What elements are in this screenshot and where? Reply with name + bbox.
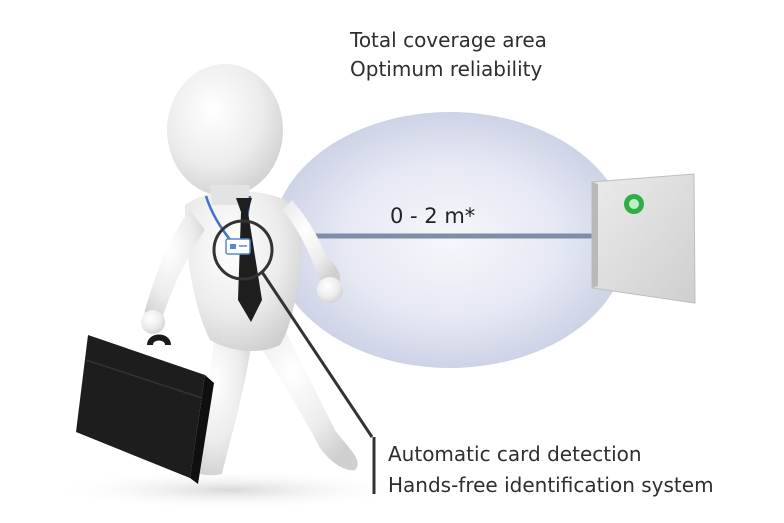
briefcase-icon bbox=[76, 334, 214, 484]
badge-callout-circle bbox=[212, 219, 274, 281]
coverage-title: Total coverage area bbox=[350, 28, 547, 52]
detection-field bbox=[272, 112, 628, 368]
card-reader-icon bbox=[591, 173, 696, 304]
id-badge-icon bbox=[225, 238, 251, 255]
floor-shadow bbox=[50, 470, 410, 510]
callout-leader-line bbox=[260, 271, 374, 438]
feature-hands-free: Hands-free identification system bbox=[388, 473, 714, 497]
coverage-subtitle: Optimum reliability bbox=[350, 57, 543, 81]
tie bbox=[236, 198, 262, 322]
feature-card-detection: Automatic card detection bbox=[388, 442, 642, 466]
range-label: 0 - 2 m* bbox=[390, 204, 476, 228]
person-icon bbox=[141, 64, 358, 476]
